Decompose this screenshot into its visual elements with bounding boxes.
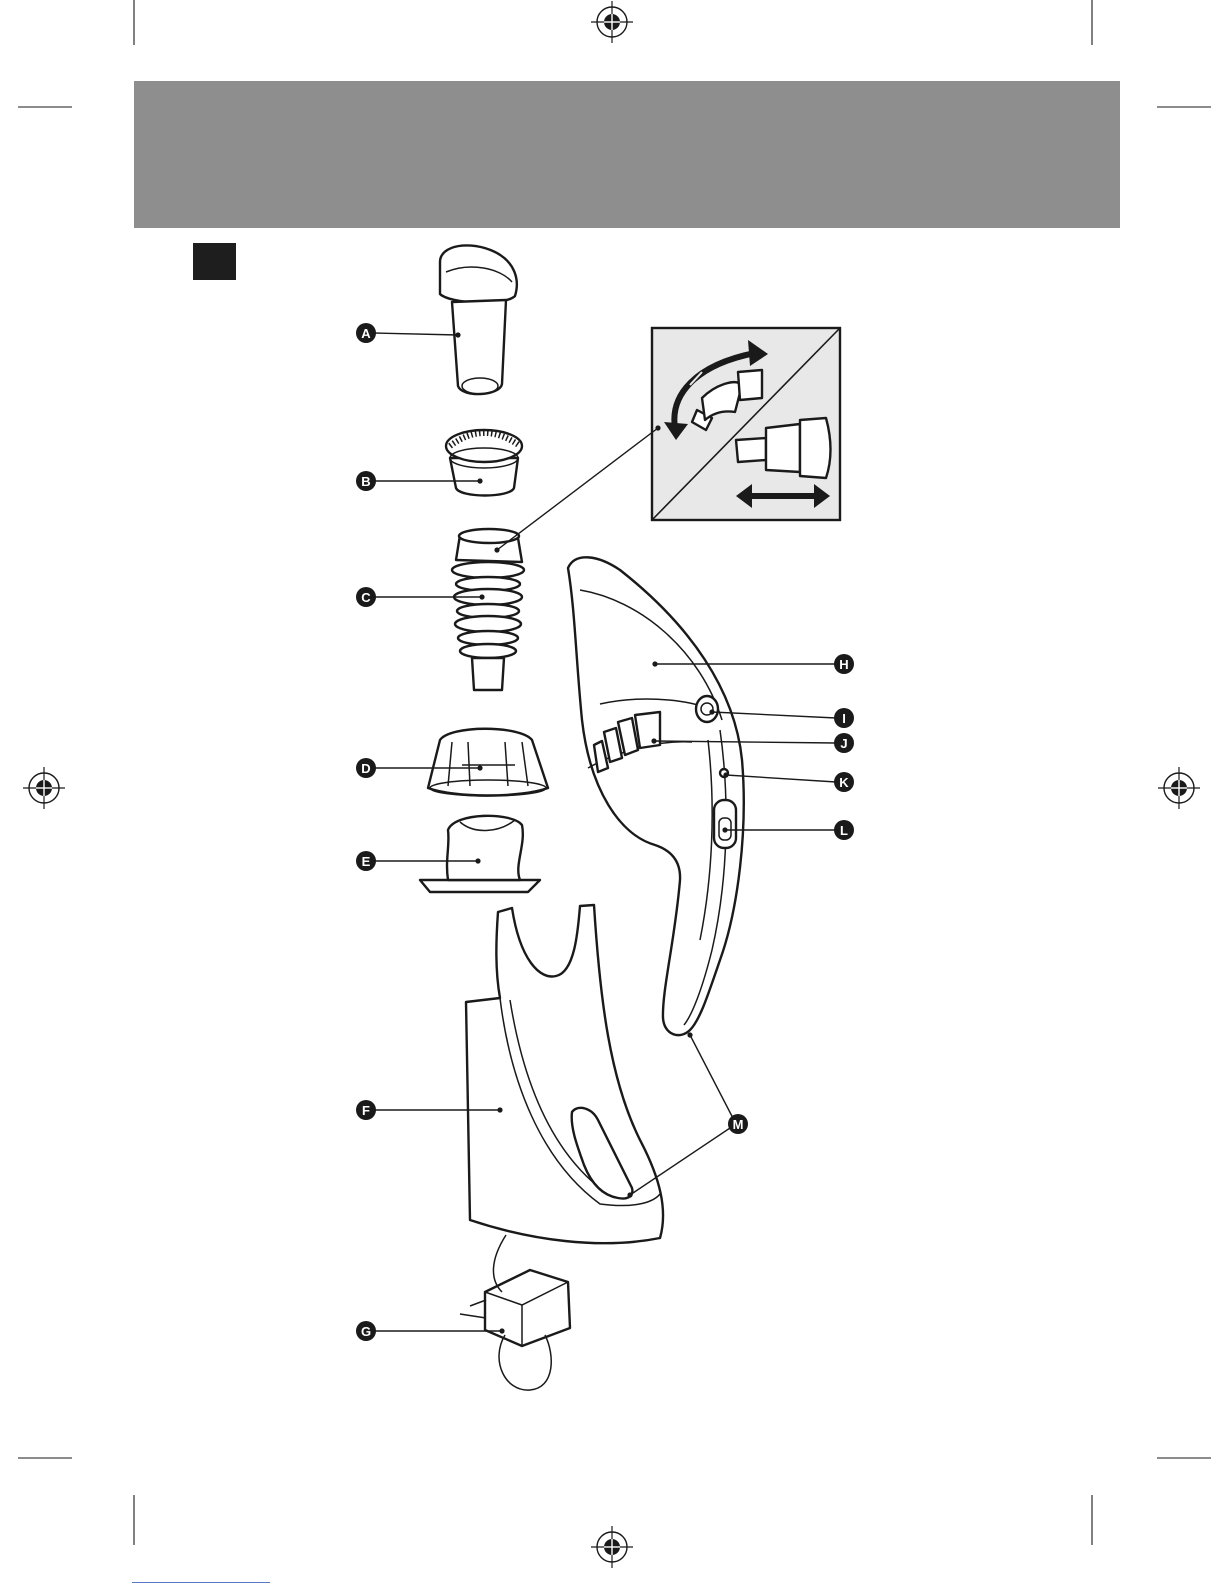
registration-mark-top	[591, 1, 633, 43]
svg-text:A: A	[361, 326, 371, 341]
filter-holder	[420, 816, 540, 892]
svg-text:G: G	[361, 1324, 371, 1339]
svg-text:J: J	[840, 736, 847, 751]
callout-K: K	[834, 772, 854, 792]
callout-B: B	[356, 471, 376, 491]
footer-rule	[132, 1582, 270, 1583]
brush-attachment	[446, 430, 522, 496]
callout-M: M	[728, 1114, 748, 1134]
svg-text:M: M	[733, 1117, 744, 1132]
svg-text:K: K	[839, 775, 849, 790]
registration-mark-left	[23, 767, 65, 809]
callout-A: A	[356, 323, 376, 343]
filter-cage	[428, 729, 548, 796]
flexible-extension	[452, 529, 524, 690]
crevice-nozzle	[440, 245, 517, 394]
svg-text:C: C	[361, 590, 371, 605]
svg-text:B: B	[361, 474, 370, 489]
callout-E: E	[356, 851, 376, 871]
power-adapter	[460, 1235, 570, 1390]
registration-mark-right	[1158, 767, 1200, 809]
callout-D: D	[356, 758, 376, 778]
svg-text:E: E	[362, 854, 371, 869]
callout-L: L	[834, 820, 854, 840]
svg-text:D: D	[361, 761, 370, 776]
callout-F: F	[356, 1100, 376, 1120]
registration-mark-bottom	[591, 1526, 633, 1568]
callout-C: C	[356, 587, 376, 607]
callout-I: I	[834, 708, 854, 728]
svg-text:F: F	[362, 1103, 370, 1118]
attachment-usage-inset	[652, 328, 840, 520]
svg-text:I: I	[842, 711, 846, 726]
callout-H: H	[834, 654, 854, 674]
callout-J: J	[834, 733, 854, 753]
svg-text:L: L	[840, 823, 848, 838]
svg-text:H: H	[839, 657, 848, 672]
callout-G: G	[356, 1321, 376, 1341]
